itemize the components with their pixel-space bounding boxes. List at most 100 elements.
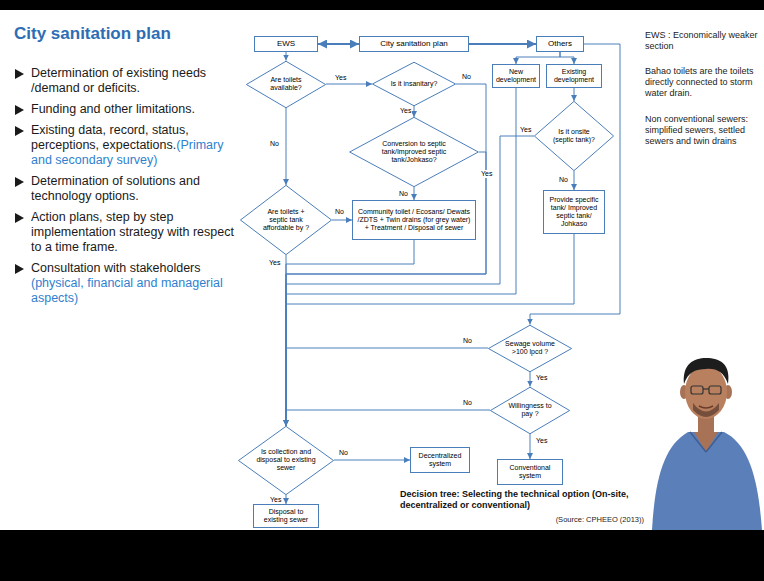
process-box: Others [536,36,584,52]
edge-label: No [462,399,473,407]
node-label: Decentralized system [414,452,466,468]
node-text: Willingness to pay ? [505,402,555,418]
edge-label: Yes [535,374,548,382]
connector [469,43,536,45]
node-text: Existing development [550,68,598,84]
connector [286,410,490,426]
connector [326,84,372,85]
node-text: Provide specific tank/ Improved septic t… [547,196,601,228]
process-box: Decentralized system [410,447,470,473]
node-text: City sanitation plan [380,39,448,48]
node-text: Is it insanitary? [391,80,438,88]
node-label: Provide specific tank/ Improved septic t… [547,196,601,228]
node-label: New development [496,68,536,84]
decision-diamond: Sewage volume >100 lpcd ? [488,325,572,372]
edge-label: No [334,208,345,216]
connector [332,220,352,221]
node-label: Sewage volume >100 lpcd ? [504,340,556,356]
presenter-beard [693,403,719,417]
presenter-face [685,365,727,419]
connector [286,84,486,426]
note-text: EWS : Economically weaker section [645,30,759,52]
connector [286,495,287,505]
connector [530,44,620,325]
connector [414,106,415,117]
node-label: Is collection and disposal to existing s… [256,448,316,472]
decision-diamond: Is it onsite (septic tank)? [534,101,614,171]
bullet-text: Existing data, record, status, perceptio… [31,123,189,152]
presenter-figure [652,358,762,530]
connector [286,52,287,61]
node-label: Are toilets available? [261,76,311,92]
bullet-item: Determination of solutions and technolog… [14,174,236,204]
connector [414,187,415,200]
bullet-item: Determination of existing needs /demand … [14,66,236,96]
process-box: Provide specific tank/ Improved septic t… [543,190,605,234]
node-text: Decentralized system [414,452,466,468]
presenter-shirt [652,432,762,530]
bullet-item: Funding and other limitations. [14,102,236,117]
bullet-list: Determination of existing needs /demand … [14,66,236,312]
process-box: New development [492,64,540,88]
connector [574,171,575,190]
edge-label: No [269,140,280,148]
slide-title: City sanitation plan [14,24,171,44]
connector [530,434,531,460]
node-text: Conventional system [501,464,559,480]
bullet-item: Existing data, record, status, perceptio… [14,123,236,168]
presenter-glasses [709,386,721,394]
bullet-arrow [15,213,24,223]
edge-label: Yes [480,170,493,178]
process-box: Existing development [546,64,602,88]
connector [530,372,531,387]
bullet-body: Determination of existing needs /demand … [31,66,236,96]
node-label: Is it onsite (septic tank)? [549,128,599,144]
connector [318,43,359,45]
edge-label: No [398,190,409,198]
node-label: Conversion to septic tank/Improved septi… [374,140,455,164]
decision-diamond: Are toilets + septic tank affordable by … [240,185,332,255]
node-label: Existing development [550,68,598,84]
presenter-glasses [703,388,709,389]
node-label: Are toilets + septic tank affordable by … [258,208,315,232]
connector [574,88,575,101]
edge-label: Yes [334,74,347,82]
node-text: Is it onsite (septic tank)? [549,128,599,144]
diamond-shape [350,117,479,186]
edge-label: No [461,73,472,81]
bullet-item: Action plans, step by step implementatio… [14,210,236,255]
node-label: Others [548,39,572,48]
diamond-shape [238,426,333,494]
node-text: EWS [277,39,295,48]
bullet-text: Determination of existing needs /demand … [31,66,206,95]
note-text: Non conventional sewers: simplified sewe… [645,114,759,147]
node-text: Are toilets available? [261,76,311,92]
bullet-text: Consultation with stakeholders [31,261,201,275]
node-label: Community toilet / Ecosans/ Dewats /ZDTS… [356,208,472,232]
bullet-item: Consultation with stakeholders(physical,… [14,261,236,306]
node-label: Is it insanitary? [391,80,438,88]
figure-caption: Decision tree: Selecting the technical o… [400,489,646,511]
process-box: EWS [254,36,318,52]
bullet-body: Funding and other limitations. [31,102,236,117]
connector [286,240,414,426]
bottom-bar [0,530,764,581]
bullet-arrow [15,105,24,115]
node-text: Community toilet / Ecosans/ Dewats /ZDTS… [356,208,472,232]
edge-label: No [462,337,473,345]
diamond-shape [246,61,325,108]
edge-label: No [338,449,349,457]
diamond-shape [372,62,455,106]
node-text: Others [548,39,572,48]
node-label: Conventional system [501,464,559,480]
process-box: City sanitation plan [359,36,469,52]
node-label: City sanitation plan [380,39,448,48]
bullet-arrow [15,126,24,136]
decision-diamond: Willingness to pay ? [490,387,570,434]
bullet-text: Action plans, step by step implementatio… [31,210,234,254]
connector [286,152,486,426]
bullet-text: Determination of solutions and technolog… [31,174,200,203]
diamond-shape [240,185,331,254]
edge-label: Yes [519,126,532,134]
